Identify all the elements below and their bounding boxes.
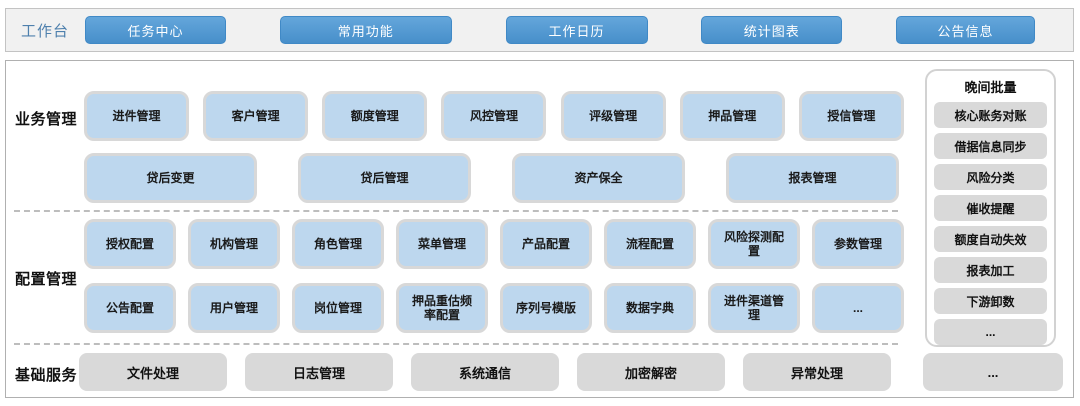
cfg-module-position[interactable]: 岗位管理 (292, 283, 384, 333)
business-row-1: 进件管理 客户管理 额度管理 风控管理 评级管理 押品管理 授信管理 (84, 91, 904, 141)
cfg-module-intake-channel[interactable]: 进件渠道管理 (708, 283, 800, 333)
cfg-module-organization[interactable]: 机构管理 (188, 219, 280, 269)
batch-job-report-process[interactable]: 报表加工 (934, 257, 1047, 283)
workbench-buttons: 任务中心 常用功能 工作日历 统计图表 公告信息 (85, 16, 1035, 44)
cfg-module-risk-probe[interactable]: 风险探测配置 (708, 219, 800, 269)
cfg-module-user[interactable]: 用户管理 (188, 283, 280, 333)
cfg-module-authorization[interactable]: 授权配置 (84, 219, 176, 269)
section-divider (14, 210, 898, 212)
cfg-module-revalue-freq[interactable]: 押品重估频率配置 (396, 283, 488, 333)
batch-job-iou-sync[interactable]: 借据信息同步 (934, 133, 1047, 159)
batch-job-collect-reminder[interactable]: 催收提醒 (934, 195, 1047, 221)
section-divider (14, 343, 898, 345)
batch-job-core-reconcile[interactable]: 核心账务对账 (934, 102, 1047, 128)
biz-module-risk-ctrl[interactable]: 风控管理 (441, 91, 547, 141)
workbench-label: 工作台 (21, 22, 70, 40)
biz-module-credit[interactable]: 授信管理 (798, 91, 904, 141)
biz-module-report-mgmt[interactable]: 报表管理 (726, 153, 899, 203)
tab-statistics-chart[interactable]: 统计图表 (701, 16, 843, 44)
night-batch-panel: 晚间批量 核心账务对账 借据信息同步 风险分类 催收提醒 额度自动失效 报表加工… (925, 69, 1056, 347)
main-panel: 业务管理 配置管理 基础服务 进件管理 客户管理 额度管理 风控管理 评级管理 … (5, 60, 1074, 398)
cfg-module-parameter[interactable]: 参数管理 (812, 219, 904, 269)
cfg-module-role[interactable]: 角色管理 (292, 219, 384, 269)
biz-module-postloan-change[interactable]: 贷后变更 (84, 153, 257, 203)
workbench-bar: 工作台 任务中心 常用功能 工作日历 统计图表 公告信息 (5, 8, 1074, 52)
cfg-module-announcement[interactable]: 公告配置 (84, 283, 176, 333)
base-services-row: 文件处理 日志管理 系统通信 加密解密 异常处理 (79, 353, 891, 391)
batch-job-risk-classify[interactable]: 风险分类 (934, 164, 1047, 190)
cfg-module-product[interactable]: 产品配置 (500, 219, 592, 269)
cfg-module-workflow[interactable]: 流程配置 (604, 219, 696, 269)
tab-announcements[interactable]: 公告信息 (896, 16, 1035, 44)
cfg-module-more[interactable]: ... (812, 283, 904, 333)
night-batch-title: 晚间批量 (964, 80, 1017, 95)
biz-module-intake[interactable]: 进件管理 (84, 91, 189, 141)
base-service-comm[interactable]: 系统通信 (411, 353, 559, 391)
tab-work-calendar[interactable]: 工作日历 (505, 16, 648, 44)
batch-job-more[interactable]: ... (934, 319, 1047, 345)
batch-job-quota-expire[interactable]: 额度自动失效 (934, 226, 1047, 252)
base-service-file[interactable]: 文件处理 (79, 353, 227, 391)
batch-job-downstream-dump[interactable]: 下游卸数 (934, 288, 1047, 314)
config-row-1: 授权配置 机构管理 角色管理 菜单管理 产品配置 流程配置 风险探测配置 参数管… (84, 219, 904, 269)
biz-module-quota[interactable]: 额度管理 (322, 91, 428, 141)
biz-module-asset-preserve[interactable]: 资产保全 (512, 153, 685, 203)
cfg-module-data-dictionary[interactable]: 数据字典 (604, 283, 696, 333)
biz-module-customer[interactable]: 客户管理 (203, 91, 309, 141)
section-label-base: 基础服务 (15, 367, 78, 384)
night-batch-list: 核心账务对账 借据信息同步 风险分类 催收提醒 额度自动失效 报表加工 下游卸数… (934, 102, 1047, 345)
cfg-module-menu[interactable]: 菜单管理 (396, 219, 488, 269)
base-service-more[interactable]: ... (923, 353, 1063, 391)
tab-task-center[interactable]: 任务中心 (85, 16, 226, 44)
tab-common-functions[interactable]: 常用功能 (279, 16, 452, 44)
section-label-business: 业务管理 (15, 111, 78, 128)
business-row-2: 贷后变更 贷后管理 资产保全 报表管理 (84, 153, 899, 203)
section-label-config: 配置管理 (15, 271, 78, 288)
cfg-module-serial-template[interactable]: 序列号模版 (500, 283, 592, 333)
biz-module-rating[interactable]: 评级管理 (560, 91, 666, 141)
config-row-2: 公告配置 用户管理 岗位管理 押品重估频率配置 序列号模版 数据字典 进件渠道管… (84, 283, 904, 333)
biz-module-collateral[interactable]: 押品管理 (679, 91, 785, 141)
base-service-log[interactable]: 日志管理 (245, 353, 393, 391)
biz-module-postloan-mgmt[interactable]: 贷后管理 (298, 153, 471, 203)
base-service-exception[interactable]: 异常处理 (743, 353, 891, 391)
base-service-encryption[interactable]: 加密解密 (577, 353, 725, 391)
